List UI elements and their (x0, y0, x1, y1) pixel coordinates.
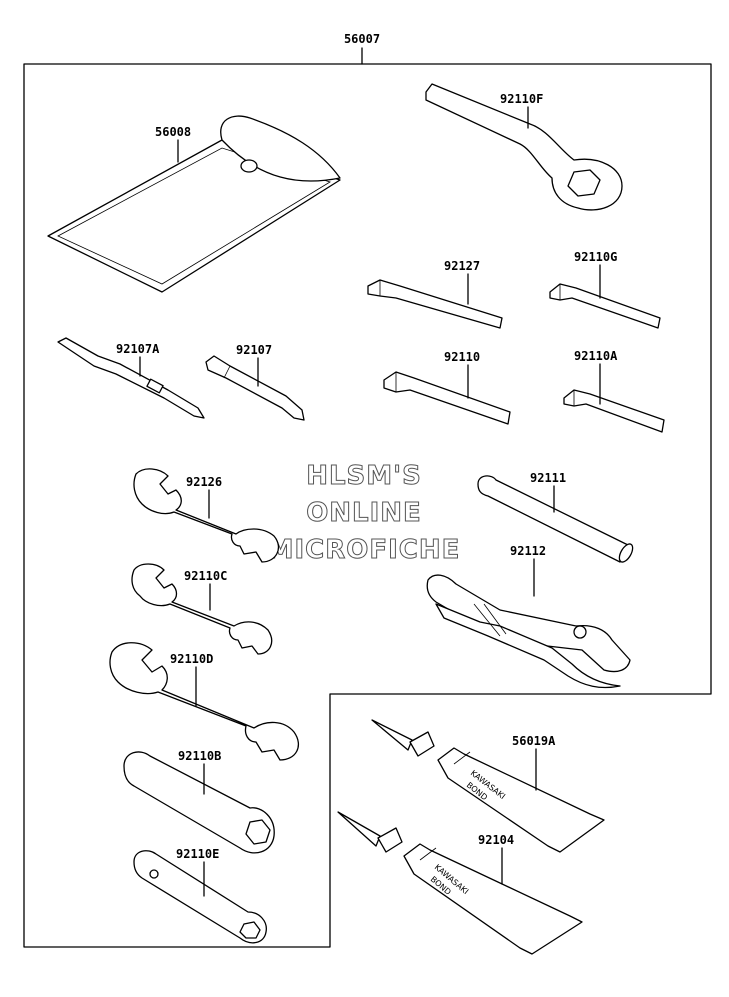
kit-label[interactable]: 56007 (344, 32, 380, 46)
hex-key-92127-label[interactable]: 92127 (444, 259, 480, 273)
ring-wrench-label[interactable]: 92110F (500, 92, 543, 106)
bond-tube-56019a-drawing: KAWASAKI BOND (371, 719, 605, 853)
pliers-drawing (426, 574, 631, 689)
hex-key-92110a-label[interactable]: 92110A (574, 349, 618, 363)
wrench-92110d-label[interactable]: 92110D (170, 652, 213, 666)
handle-92111-label[interactable]: 92111 (530, 471, 566, 485)
pouch-label[interactable]: 56008 (155, 125, 191, 139)
screwdriver-92107-drawing (205, 355, 305, 421)
svg-text:MICROFICHE: MICROFICHE (268, 535, 461, 565)
pliers-label[interactable]: 92112 (510, 544, 546, 558)
pouch-drawing (47, 115, 341, 293)
wrench-92110d-drawing (109, 642, 299, 761)
svg-text:HLSM'S: HLSM'S (306, 461, 422, 491)
hex-key-92110g-label[interactable]: 92110G (574, 250, 617, 264)
box-wrench-92110b-drawing (123, 751, 275, 854)
bond-tube-56019a-label[interactable]: 56019A (512, 734, 556, 748)
hex-key-92110a-drawing (563, 389, 665, 433)
box-wrench-92110b-label[interactable]: 92110B (178, 749, 221, 763)
hex-key-92110g-drawing (549, 283, 661, 329)
bond-tube-92104-drawing: KAWASAKI BOND (337, 811, 583, 955)
box-wrench-92110e-drawing (133, 850, 267, 944)
svg-text:ONLINE: ONLINE (306, 498, 422, 528)
hex-key-92110-label[interactable]: 92110 (444, 350, 480, 364)
kit-outline (23, 63, 712, 948)
wrench-92126-drawing (133, 468, 279, 563)
wrench-92126-label[interactable]: 92126 (186, 475, 222, 489)
screwdriver-92107-label[interactable]: 92107 (236, 343, 272, 357)
handle-92111-drawing (477, 475, 634, 563)
screwdriver-92107a-drawing (57, 337, 205, 419)
watermark: HLSM'S ONLINE MICROFICHE (267, 461, 461, 566)
ring-wrench-drawing (425, 83, 623, 211)
hex-key-92127-drawing (367, 279, 503, 329)
box-wrench-92110e-label[interactable]: 92110E (176, 847, 219, 861)
hex-key-92110-drawing (383, 371, 511, 425)
wrench-92110c-drawing (131, 563, 273, 655)
screwdriver-92107a-label[interactable]: 92107A (116, 342, 160, 356)
wrench-92110c-label[interactable]: 92110C (184, 569, 227, 583)
bond-tube-92104-label[interactable]: 92104 (478, 833, 514, 847)
